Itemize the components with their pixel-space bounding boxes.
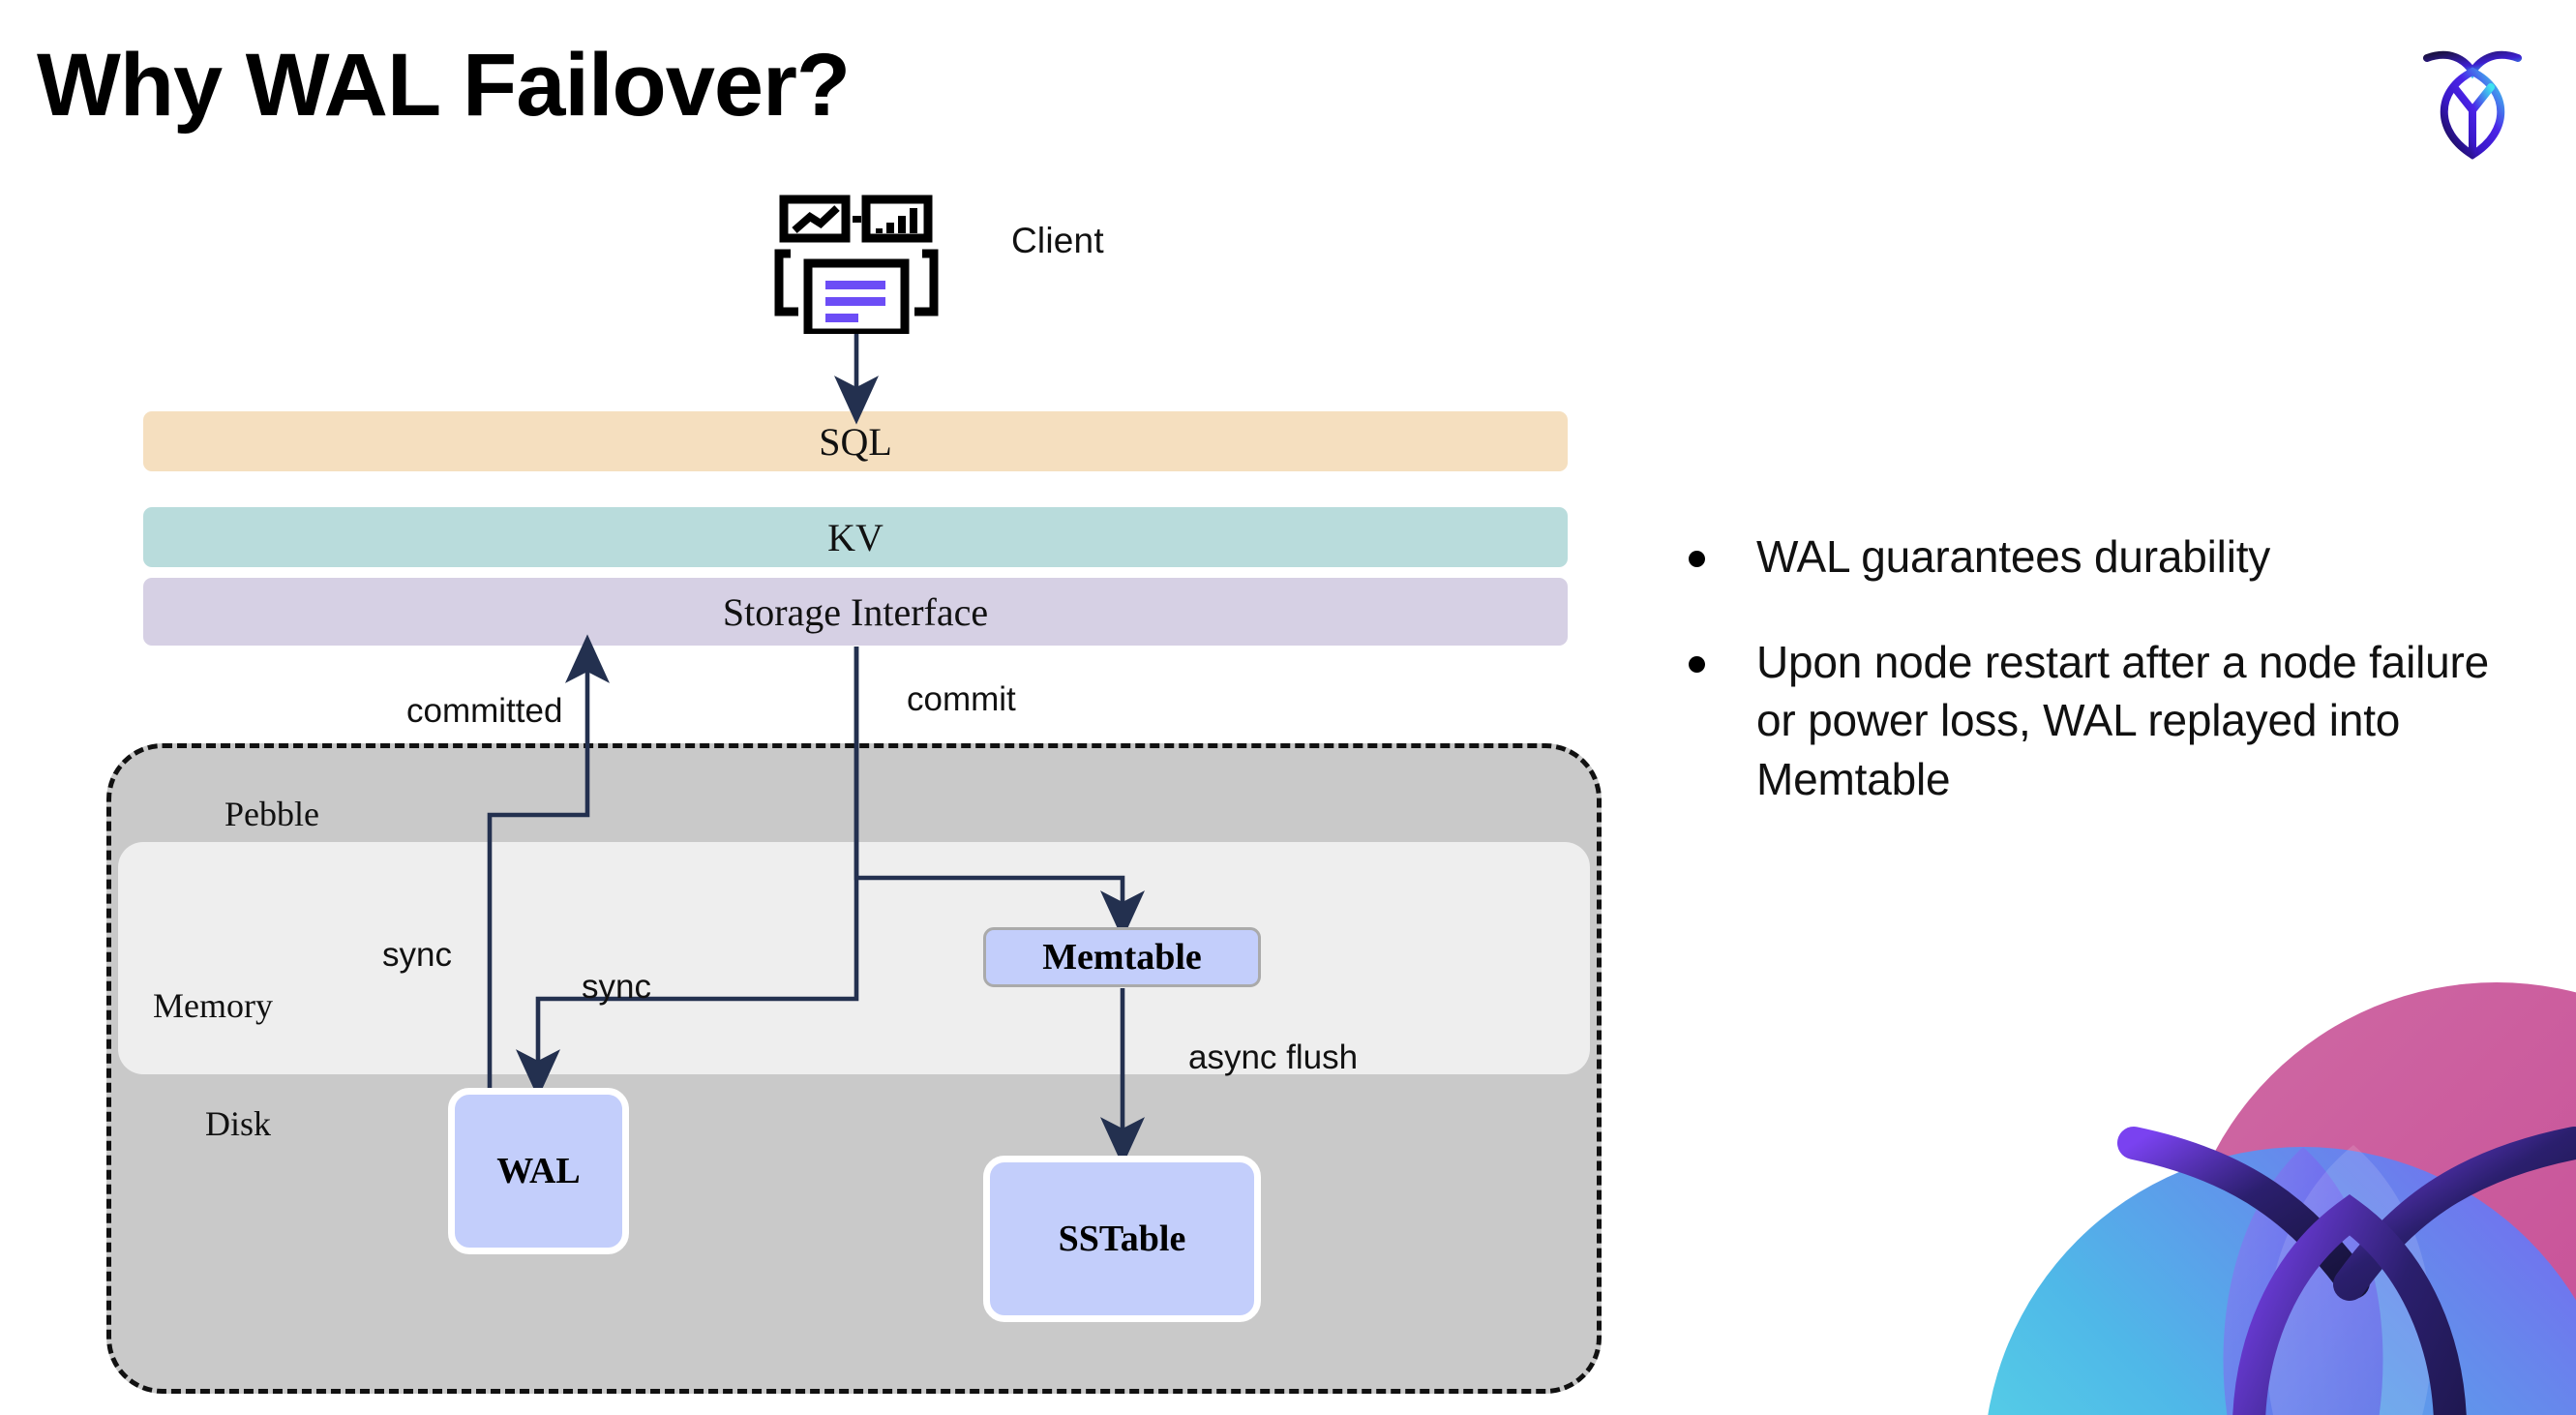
bullet-text: WAL guarantees durability — [1756, 531, 2271, 582]
edge-label-async-flush: async flush — [1188, 1039, 1359, 1076]
edge-label-commit: commit — [907, 680, 1016, 718]
cockroachdb-logo-icon — [2410, 27, 2535, 163]
diagram-connectors — [487, 334, 1145, 1166]
edge-label-sync-right: sync — [582, 968, 651, 1006]
layer-storage-interface: Storage Interface — [143, 578, 1568, 646]
layer-storage-label: Storage Interface — [722, 589, 989, 634]
node-wal-label: WAL — [496, 1151, 581, 1191]
page-title: Why WAL Failover? — [37, 36, 851, 135]
list-item: WAL guarantees durability — [1689, 527, 2492, 587]
node-memtable[interactable]: Memtable — [983, 927, 1261, 987]
wal-architecture-diagram: Client SQL KV Storage Interface Pebble M… — [106, 194, 1602, 1394]
memory-band — [118, 842, 1590, 1074]
bullet-dot-icon — [1689, 655, 1705, 673]
edge-label-committed: committed — [406, 692, 563, 730]
bullet-text: Upon node restart after a node failure o… — [1756, 636, 2489, 805]
bullet-dot-icon — [1689, 551, 1705, 567]
memory-label: Memory — [153, 986, 273, 1025]
layer-sql: SQL — [143, 411, 1568, 471]
disk-label: Disk — [205, 1104, 272, 1143]
node-memtable-label: Memtable — [1042, 937, 1202, 978]
node-wal[interactable]: WAL — [448, 1088, 629, 1254]
pebble-label: Pebble — [225, 795, 319, 833]
client-label: Client — [1011, 221, 1104, 260]
layer-kv: KV — [143, 507, 1568, 567]
node-sstable[interactable]: SSTable — [983, 1156, 1261, 1322]
list-item: Upon node restart after a node failure o… — [1689, 633, 2492, 809]
brand-corner-graphic — [1955, 924, 2576, 1415]
edge-label-sync-left: sync — [382, 936, 452, 974]
client-analytics-icon — [769, 194, 944, 338]
layer-sql-label: SQL — [819, 419, 892, 464]
node-sstable-label: SSTable — [1058, 1219, 1186, 1259]
layer-kv-label: KV — [827, 515, 884, 559]
bullet-list: WAL guarantees durability Upon node rest… — [1689, 527, 2492, 856]
